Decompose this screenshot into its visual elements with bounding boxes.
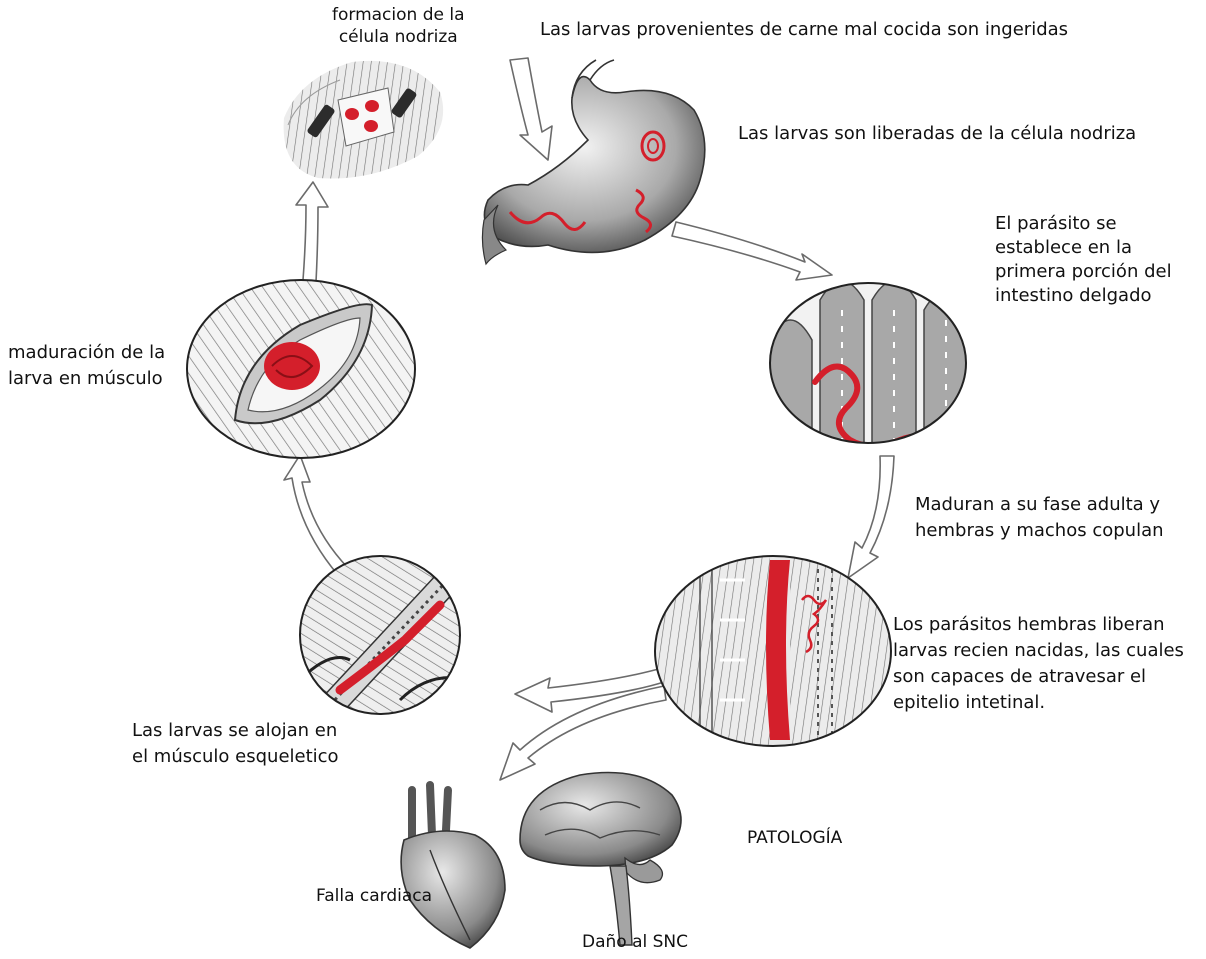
arrow-ingestion	[510, 58, 552, 160]
label-release: Las larvas son liberadas de la célula no…	[738, 122, 1136, 146]
label-pathology: PATOLOGÍA	[747, 826, 842, 850]
arrow-worms-to-pathology	[500, 686, 666, 780]
brain-illustration	[520, 773, 681, 946]
label-intestine: El parásito se establece en la primera p…	[995, 212, 1172, 308]
nurse-cell-formation-illustration	[284, 61, 444, 179]
heart-illustration	[401, 785, 505, 948]
label-mature: Maduran a su fase adulta y hembras y mac…	[915, 492, 1164, 544]
label-heart: Falla cardiaca	[316, 884, 432, 908]
label-nurse-cell: formacion de la célula nodriza	[332, 4, 465, 48]
label-cns: Daño al SNC	[582, 930, 688, 954]
stomach-illustration	[482, 60, 704, 264]
adult-worms-in-mucosa-illustration	[650, 550, 900, 750]
arrow-stomach-to-intestine	[672, 222, 832, 280]
arrow-intestine-to-worms	[848, 456, 894, 578]
larva-in-skeletal-muscle-illustration	[295, 550, 475, 730]
arrow-encysted-to-nurse	[296, 182, 328, 282]
encysted-larva-in-muscle-illustration	[180, 270, 430, 470]
label-females: Los parásitos hembras liberan larvas rec…	[893, 612, 1184, 716]
label-muscle: Las larvas se alojan en el músculo esque…	[132, 718, 339, 770]
arrow-muscle-to-encysted	[284, 455, 348, 575]
label-maturation: maduración de la larva en músculo	[8, 340, 165, 392]
intestinal-villi-illustration	[770, 281, 968, 460]
label-ingestion: Las larvas provenientes de carne mal coc…	[540, 18, 1068, 42]
